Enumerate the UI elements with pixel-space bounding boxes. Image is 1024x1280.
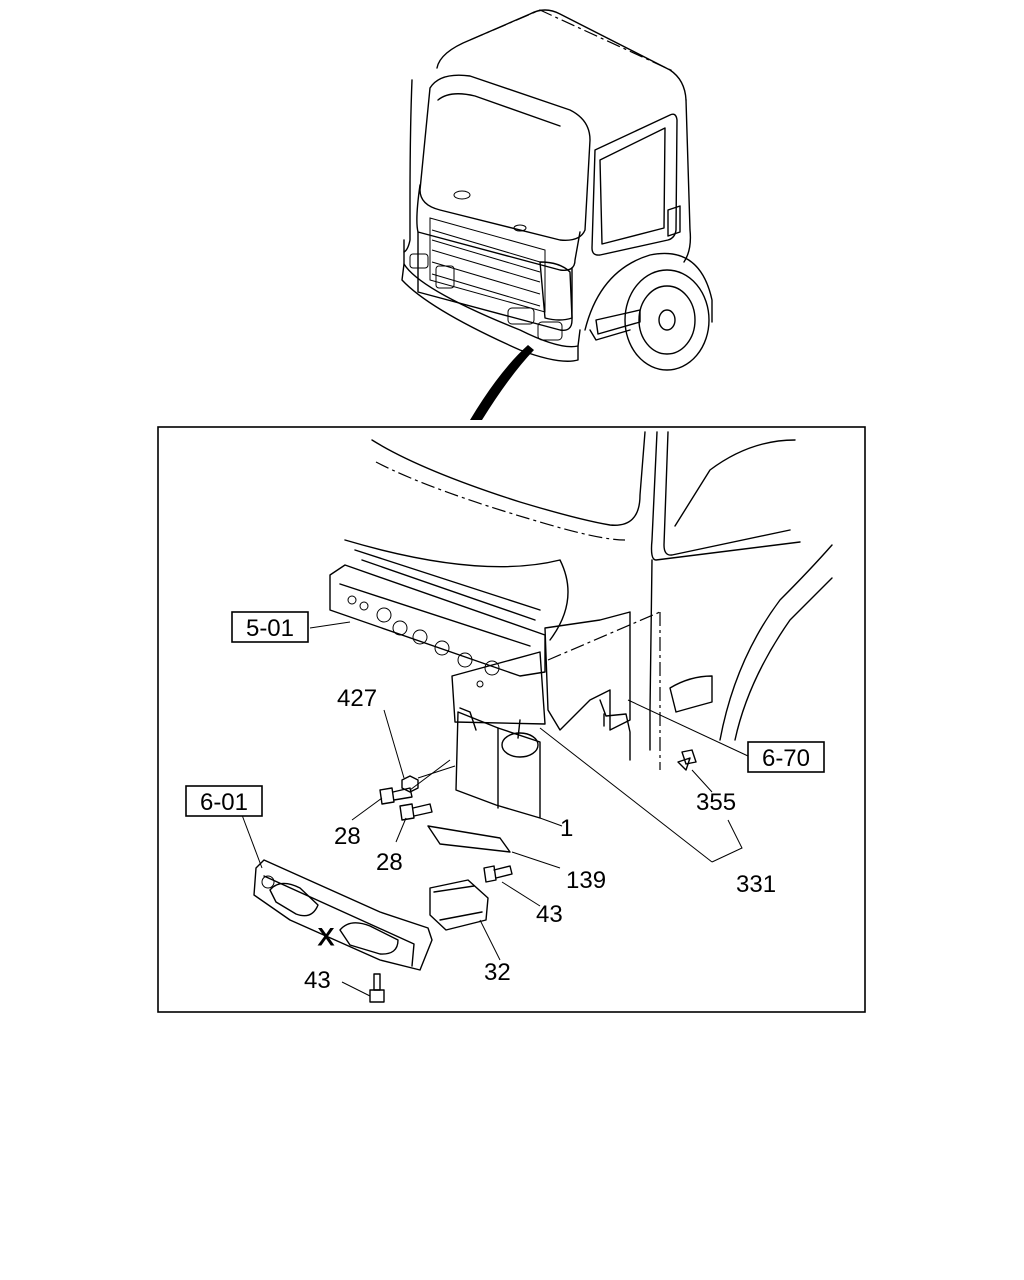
truck-overview-illustration [401, 9, 713, 420]
part-label-43-lower: 43 [304, 967, 331, 994]
part-label-28-lower: 28 [376, 849, 403, 876]
part-label-331: 331 [736, 871, 776, 898]
svg-text:X: X [318, 924, 334, 951]
part-label-28-upper: 28 [334, 823, 361, 850]
part-label-427: 427 [337, 685, 377, 712]
ref-box [185, 785, 263, 817]
label-6-01: 6-01 [185, 785, 263, 817]
ref-text: 5-01 [246, 615, 294, 642]
label-5-01: 5-01 [231, 611, 309, 643]
part-label-139: 139 [566, 867, 606, 894]
part-label-1: 1 [560, 815, 573, 842]
part-label-32: 32 [484, 959, 511, 986]
ref-text: 6-70 [762, 745, 810, 772]
detail-frame [157, 426, 866, 1013]
label-6-70: 6-70 [747, 741, 825, 773]
ref-text: 6-01 [200, 789, 248, 816]
ref-box [747, 741, 825, 773]
part-label-355: 355 [696, 789, 736, 816]
part-label-43-mid: 43 [536, 901, 563, 928]
ref-box [231, 611, 309, 643]
detail-illustration: X [241, 431, 833, 1003]
